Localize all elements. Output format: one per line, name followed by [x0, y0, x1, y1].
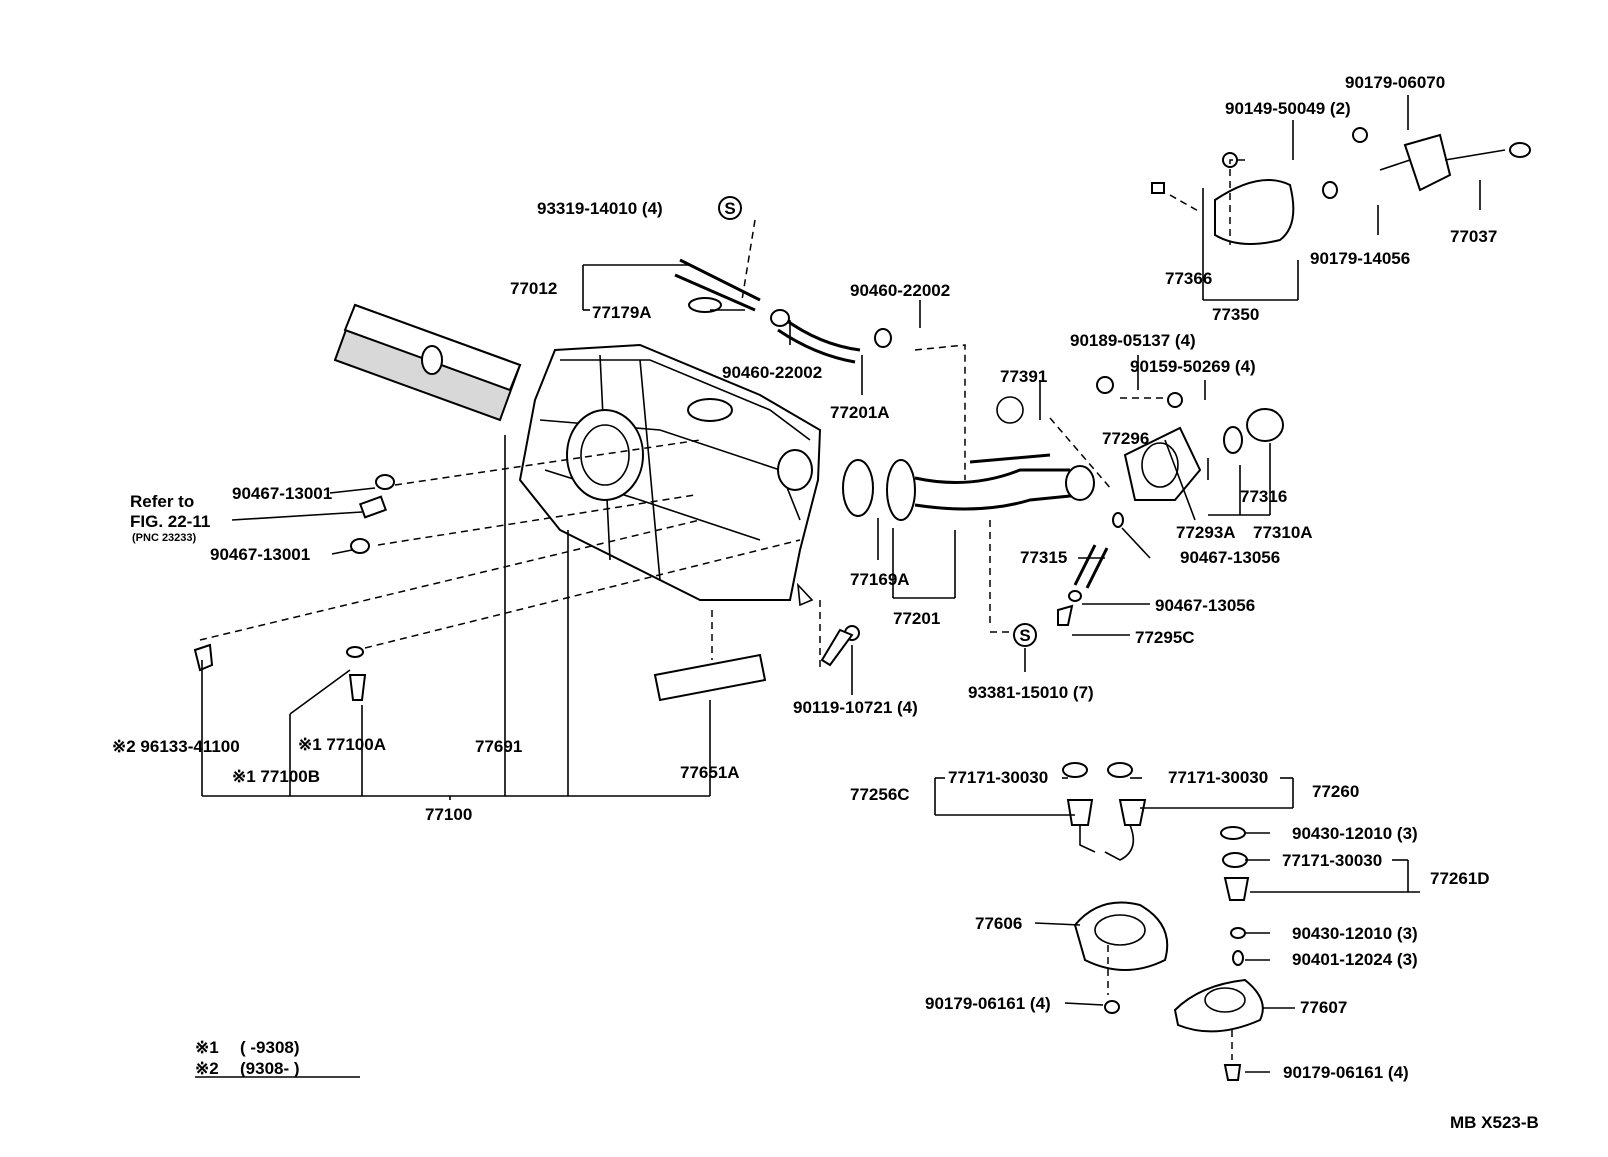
s-mark-1: S: [718, 196, 742, 220]
label-77100B: ※1 77100B: [232, 767, 320, 786]
label-77310A: 77310A: [1253, 523, 1313, 542]
breather-hose: [770, 309, 892, 364]
tank-pad: [653, 653, 767, 702]
label-77256C: 77256C: [850, 785, 910, 804]
legend: ※1 ( -9308) ※2 (9308- ): [195, 1038, 300, 1078]
refer-note: Refer to FIG. 22-11 (PNC 23233): [130, 492, 210, 544]
label-90467-13056-b: 90467-13056: [1155, 596, 1255, 615]
heat-protector-plate: [333, 303, 522, 422]
label-90179-06070: 90179-06070: [1345, 73, 1445, 92]
label-77606: 77606: [975, 914, 1022, 933]
label-90149-50049: 90149-50049 (2): [1225, 99, 1351, 118]
label-90401-12024: 90401-12024 (3): [1292, 950, 1418, 969]
label-90430-12010-b: 90430-12010 (3): [1292, 924, 1418, 943]
label-77201: 77201: [893, 609, 940, 628]
sender-covers: [1073, 901, 1264, 1081]
svg-text:FIG. 22-11: FIG. 22-11: [130, 512, 210, 531]
tank-bolt: [820, 628, 854, 667]
label-90467-13001-bot: 90467-13001: [210, 545, 310, 564]
label-77037: 77037: [1450, 227, 1497, 246]
label-90467-13056-a: 90467-13056: [1180, 548, 1280, 567]
svg-text:※1: ※1: [195, 1038, 219, 1057]
part-labels: 90179-06070 90149-50049 (2) 93319-14010 …: [112, 73, 1497, 1082]
label-90119-10721: 90119-10721 (4): [793, 698, 918, 717]
fuel-tank: [518, 343, 822, 607]
svg-text:(9308- ): (9308- ): [240, 1059, 300, 1078]
label-77607: 77607: [1300, 998, 1347, 1017]
label-90179-06161-b: 90179-06161 (4): [1283, 1063, 1409, 1082]
label-77366: 77366: [1165, 269, 1212, 288]
label-77100: 77100: [425, 805, 472, 824]
s-mark-2: S: [1013, 623, 1037, 647]
label-90179-06161-a: 90179-06161 (4): [925, 994, 1051, 1013]
svg-text:Refer to: Refer to: [130, 492, 194, 511]
label-77260: 77260: [1312, 782, 1359, 801]
label-77315: 77315: [1020, 548, 1067, 567]
label-77293A: 77293A: [1176, 523, 1236, 542]
label-77169A: 77169A: [850, 570, 910, 589]
label-77296: 77296: [1102, 429, 1149, 448]
hose-assy: [844, 512, 1124, 641]
svg-text:S: S: [1019, 626, 1030, 645]
label-90179-14056: 90179-14056: [1310, 249, 1410, 268]
label-77171-30030-b: 77171-30030: [1168, 768, 1268, 787]
label-90460-22002-mid: 90460-22002: [722, 363, 822, 382]
label-93381-15010: 93381-15010 (7): [968, 683, 1094, 702]
label-77691: 77691: [475, 737, 522, 756]
label-77295C: 77295C: [1135, 628, 1195, 647]
svg-text:S: S: [724, 199, 735, 218]
leader-lines: [195, 95, 1481, 1078]
diagram-code: MB X523-B: [1450, 1113, 1539, 1132]
label-77201A: 77201A: [830, 403, 890, 422]
label-77651A: 77651A: [680, 763, 740, 782]
label-90430-12010-a: 90430-12010 (3): [1292, 824, 1418, 843]
label-77391: 77391: [1000, 367, 1047, 386]
sender-gauges: [1062, 762, 1250, 966]
label-90460-22002-top: 90460-22002: [850, 281, 950, 300]
label-93319-14010: 93319-14010 (4): [537, 199, 663, 218]
label-77100A: ※1 77100A: [298, 735, 386, 754]
lid-opener: [1322, 127, 1531, 199]
vent-tube: [674, 258, 761, 313]
label-96133-41100: ※2 96133-41100: [112, 737, 240, 756]
label-90467-13001-top: 90467-13001: [232, 484, 332, 503]
label-77316: 77316: [1240, 487, 1287, 506]
label-77012: 77012: [510, 279, 557, 298]
svg-text:※2: ※2: [195, 1059, 219, 1078]
label-90189-05137: 90189-05137 (4): [1070, 331, 1196, 350]
label-77261D: 77261D: [1430, 869, 1490, 888]
label-77171-30030-c: 77171-30030: [1282, 851, 1382, 870]
label-77179A: 77179A: [592, 303, 652, 322]
label-90159-50269: 90159-50269 (4): [1130, 357, 1256, 376]
label-77350: 77350: [1212, 305, 1259, 324]
svg-text:( -9308): ( -9308): [240, 1038, 300, 1057]
left-clips: [193, 474, 395, 701]
fuel-lid: [1151, 152, 1295, 245]
label-77171-30030-a: 77171-30030: [948, 768, 1048, 787]
svg-text:(PNC 23233): (PNC 23233): [132, 532, 197, 544]
filler-pipe: [842, 453, 1095, 521]
